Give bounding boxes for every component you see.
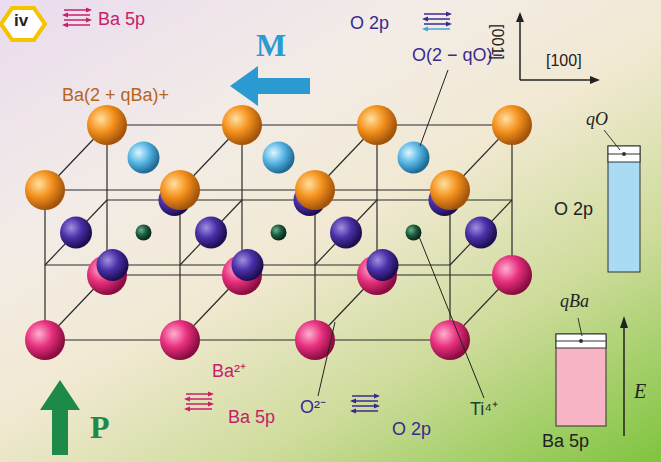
oxygen-atom	[465, 217, 497, 249]
text-label: O 2p	[350, 14, 389, 34]
exchange-head	[374, 404, 380, 409]
text-label: qBa	[560, 292, 589, 312]
barium-atom	[160, 320, 200, 360]
exchange-symbol	[62, 8, 92, 28]
titanium-atom	[406, 225, 422, 241]
text-label: [100]	[546, 52, 582, 70]
barium-atom	[295, 170, 335, 210]
exchange-head	[422, 27, 428, 32]
oxygen-atom	[232, 249, 264, 281]
text-label: Ti⁴⁺	[470, 400, 498, 420]
lattice-lines	[45, 125, 512, 340]
lattice-line	[45, 339, 450, 340]
barium-atom	[430, 320, 470, 360]
axes	[516, 12, 600, 84]
exchange-head	[86, 18, 92, 23]
barium-atom	[160, 170, 200, 210]
oxygen-atom	[60, 217, 92, 249]
barium-atom	[25, 320, 65, 360]
text-label: O 2p	[392, 420, 431, 440]
text-label: [001]	[488, 24, 506, 60]
text-label: Ba(2 + qBa)+	[62, 86, 169, 106]
text-label: P	[90, 410, 110, 445]
exchange-head	[184, 397, 190, 402]
exchange-head	[374, 394, 380, 399]
barium-atom	[25, 170, 65, 210]
text-label: Ba 5p	[228, 408, 275, 428]
oxygen-atom	[330, 217, 362, 249]
barium-atom	[430, 170, 470, 210]
lattice-line	[44, 190, 45, 340]
lattice-line	[511, 125, 512, 275]
crystal-lattice	[25, 105, 532, 360]
barium-atom	[295, 320, 335, 360]
barium-atom	[357, 105, 397, 145]
lattice-line	[45, 189, 450, 190]
exchange-head	[62, 23, 68, 28]
oxygen-atom	[398, 142, 430, 174]
exchange-head	[208, 392, 214, 397]
exchange-head	[350, 409, 356, 414]
exchange-head	[62, 13, 68, 18]
exchange-symbol	[422, 12, 452, 32]
lattice-line	[315, 200, 377, 265]
barium-atom	[492, 105, 532, 145]
barium-atom	[492, 255, 532, 295]
band-diagram	[556, 130, 640, 436]
polarization-arrow	[40, 380, 80, 455]
exchange-head	[208, 402, 214, 407]
exchange-head	[184, 407, 190, 412]
text-label: M	[256, 28, 286, 63]
text-label: Ba²⁺	[212, 362, 246, 382]
lattice-line	[450, 200, 512, 265]
text-label: iv	[14, 12, 28, 31]
text-label: Ba 5p	[542, 432, 589, 452]
oxygen-atom	[263, 142, 295, 174]
text-label: Ba 5p	[98, 10, 145, 30]
exchange-head	[446, 12, 452, 17]
barium-atom	[222, 105, 262, 145]
text-label: qO	[586, 110, 608, 130]
lattice-line	[107, 274, 512, 275]
exchange-head	[86, 8, 92, 13]
exchange-arrows	[62, 8, 452, 414]
oxygen-atom	[367, 249, 399, 281]
exchange-head	[446, 22, 452, 27]
leader-lines	[318, 70, 484, 398]
barium-atom	[87, 105, 127, 145]
oxygen-atom	[128, 142, 160, 174]
exchange-head	[422, 17, 428, 22]
exchange-symbol	[184, 392, 214, 412]
titanium-atom	[136, 225, 152, 241]
text-label: O²⁻	[300, 398, 326, 418]
text-label: E	[634, 380, 646, 402]
oxygen-atom	[97, 249, 129, 281]
magnetization-arrow	[230, 66, 310, 106]
oxygen-atom	[195, 217, 227, 249]
lattice-line	[107, 124, 512, 125]
exchange-head	[350, 399, 356, 404]
lattice-line	[180, 200, 242, 265]
exchange-symbol	[350, 394, 380, 414]
badge-hexagon	[1, 8, 45, 40]
titanium-atom	[271, 225, 287, 241]
text-label: O 2p	[554, 200, 593, 220]
lattice-line	[45, 200, 107, 265]
